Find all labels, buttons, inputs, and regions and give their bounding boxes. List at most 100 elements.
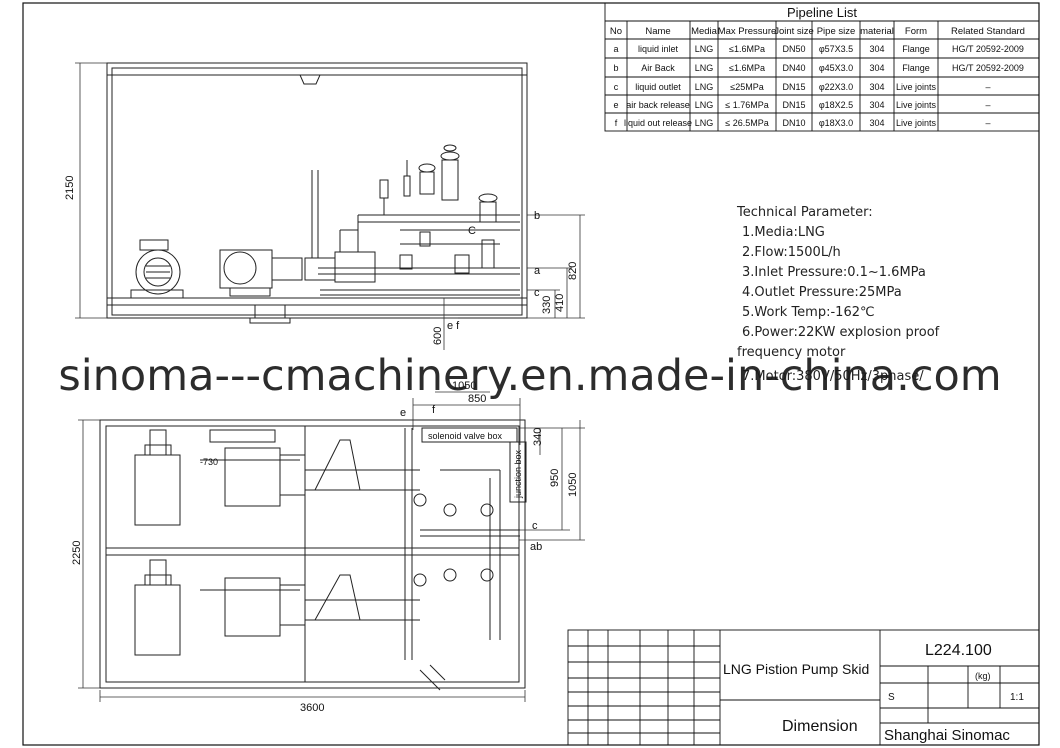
pipeline-cell: – — [985, 100, 990, 110]
pipeline-header-cell: No — [610, 26, 622, 37]
label-plan-ab: ab — [530, 541, 542, 553]
pipeline-cell: Flange — [902, 63, 930, 73]
label-plan-e: e — [400, 407, 406, 419]
pipeline-cell: 304 — [869, 118, 884, 128]
technical-line-1: 1.Media:LNG — [742, 225, 825, 240]
dim-410: 410 — [554, 294, 566, 312]
plan-view-labels: 3600 2250 850 1050 340 950 1050 -730 sol… — [71, 380, 579, 714]
scale-value: 1:1 — [1010, 692, 1024, 703]
pipeline-cell: HG/T 20592-2009 — [952, 63, 1024, 73]
pipeline-list-title: Pipeline List — [787, 5, 857, 20]
pipeline-cell: φ18X2.5 — [819, 100, 853, 110]
company-name: Shanghai Sinomac — [884, 727, 1010, 744]
pipeline-cell: Flange — [902, 44, 930, 54]
pipeline-header-cell: Media — [691, 26, 718, 37]
label-front-ef: e f — [447, 320, 460, 332]
pipeline-cell: LNG — [695, 44, 714, 54]
pipeline-cell: 304 — [869, 100, 884, 110]
pipeline-cell: – — [985, 82, 990, 92]
product-name: LNG Pistion Pump Skid — [723, 661, 869, 677]
dim-950: 950 — [549, 469, 561, 487]
pipeline-cell: ≤25MPa — [730, 82, 763, 92]
front-view-labels: 2150 820 410 330 600 b a c e f C — [64, 176, 579, 345]
pipeline-cell: LNG — [695, 82, 714, 92]
label-front-c: c — [534, 287, 540, 299]
pipeline-header-cell: material — [860, 26, 894, 37]
pipeline-cell: LNG — [695, 100, 714, 110]
technical-line-5: 5.Work Temp:-162℃ — [742, 305, 875, 320]
label-plan-f: f — [432, 404, 436, 416]
pipeline-cell: φ22X3.0 — [819, 82, 853, 92]
pipeline-cell: DN15 — [782, 82, 805, 92]
pipeline-cell: φ45X3.0 — [819, 63, 853, 73]
dim-height-2150: 2150 — [64, 176, 76, 200]
dim-1050-side: 1050 — [567, 473, 579, 497]
plan-view-dimensions — [78, 391, 585, 702]
pipeline-cell: ≤ 1.76MPa — [725, 100, 768, 110]
pipeline-cell: liquid inlet — [638, 44, 679, 54]
technical-line-6: 6.Power:22KW explosion proof — [742, 325, 940, 340]
technical-line-8: 7.Motor:380V/50Hz/3phase/ — [742, 369, 924, 384]
dim-730: -730 — [200, 457, 218, 467]
pipeline-cell: a — [613, 44, 618, 54]
pipeline-cell: DN50 — [782, 44, 805, 54]
pipeline-cell: Air Back — [641, 63, 675, 73]
technical-parameters: Technical Parameter: 1.Media:LNG 2.Flow:… — [736, 205, 940, 384]
dim-330: 330 — [541, 296, 553, 314]
dim-depth-2250: 2250 — [71, 541, 83, 565]
pipeline-cell: b — [613, 63, 618, 73]
pipeline-cell: φ18X3.0 — [819, 118, 853, 128]
dim-850: 850 — [468, 393, 486, 405]
pipeline-cell: 304 — [869, 63, 884, 73]
label-front-C: C — [468, 225, 476, 237]
sheet-border — [22, 2, 1040, 746]
front-view-dimensions — [75, 62, 585, 350]
label-front-a: a — [534, 265, 541, 277]
pipeline-cell: DN10 — [782, 118, 805, 128]
pipeline-cell: f — [615, 118, 618, 128]
pipeline-cell: e — [613, 100, 618, 110]
pipeline-cell: ≤1.6MPa — [729, 44, 765, 54]
junction-box-label: junction box — [513, 449, 523, 499]
stage-label: S — [888, 692, 895, 703]
pipeline-header-cell: Name — [645, 26, 670, 37]
document-type: Dimension — [782, 718, 858, 735]
technical-line-7: frequency motor — [737, 345, 846, 360]
dim-340: 340 — [532, 428, 544, 446]
pipeline-header-cell: Pipe size — [817, 26, 856, 37]
pipeline-cell: – — [985, 118, 990, 128]
pipeline-list-table — [604, 2, 1040, 132]
pipeline-cell: liquid out release — [624, 118, 692, 128]
dim-820: 820 — [567, 262, 579, 280]
pipeline-header-cell: Joint size — [774, 26, 814, 37]
plan-view — [99, 419, 527, 691]
pipeline-header-cell: Form — [905, 26, 927, 37]
pipeline-cell: Live joints — [896, 100, 937, 110]
pipeline-cell: 304 — [869, 82, 884, 92]
pipeline-cell: air back release — [626, 100, 690, 110]
pipeline-cell: DN40 — [782, 63, 805, 73]
dim-width-3600: 3600 — [300, 702, 324, 714]
label-front-b: b — [534, 210, 540, 222]
pipeline-cell: LNG — [695, 63, 714, 73]
label-plan-c: c — [532, 520, 538, 532]
pipeline-cell: 304 — [869, 44, 884, 54]
pipeline-cell: HG/T 20592-2009 — [952, 44, 1024, 54]
pipeline-header-cell: Max Pressure — [718, 26, 777, 37]
pipeline-cell: liquid outlet — [635, 82, 681, 92]
pipeline-cell: ≤ 26.5MPa — [725, 118, 768, 128]
pump-icon — [223, 251, 257, 285]
front-view — [106, 62, 528, 324]
solenoid-valve-box-label: solenoid valve box — [428, 431, 503, 441]
watermark: sinoma---cmachinery.en.made-in-china.com — [58, 351, 1001, 401]
pipeline-cell: φ57X3.5 — [819, 44, 853, 54]
dim-1050-top: 1050 — [452, 380, 476, 392]
title-block-text: L224.100 LNG Pistion Pump Skid Dimension… — [723, 642, 1024, 744]
pipeline-cell: LNG — [695, 118, 714, 128]
pipeline-header-cell: Related Standard — [951, 26, 1025, 37]
pipeline-cell: c — [614, 82, 619, 92]
technical-line-2: 2.Flow:1500L/h — [742, 245, 841, 260]
drawing-number: L224.100 — [925, 642, 992, 659]
